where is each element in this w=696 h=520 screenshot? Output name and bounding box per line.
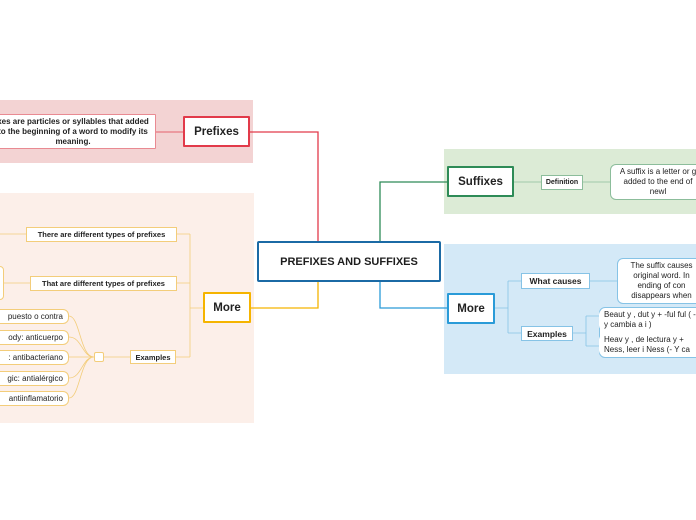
types-of-prefixes-1[interactable]: There are different types of prefixes [26, 227, 177, 242]
more-right-examples[interactable]: Examples [521, 326, 573, 341]
more-left-topic[interactable]: More [203, 292, 251, 323]
connector-examples-leaves [68, 315, 95, 399]
connector-more-left [251, 281, 319, 309]
connector-prefixes [250, 131, 319, 241]
what-causes-text[interactable]: The suffix causes original word. In endi… [617, 258, 696, 304]
example-left-2[interactable]: ody: anticuerpo [0, 330, 69, 345]
examples-hub[interactable] [94, 352, 104, 362]
more-right-topic[interactable]: More [447, 293, 495, 324]
prefixes-definition[interactable]: xes are particles or syllables that adde… [0, 114, 156, 149]
example-left-3[interactable]: : antibacteriano [0, 350, 69, 365]
connector-more-right-children [495, 280, 521, 334]
connector-more-left-children [176, 233, 203, 358]
example-left-1[interactable]: puesto o contra [0, 309, 69, 324]
connector-more-right [379, 281, 447, 309]
example-left-4[interactable]: gic: antialérgico [0, 371, 69, 386]
suffixes-topic[interactable]: Suffixes [447, 166, 514, 197]
connector-examples-right-leaves [573, 315, 599, 347]
connector-suffixes [379, 181, 447, 241]
suffixes-definition-label[interactable]: Definition [541, 175, 583, 190]
prefixes-topic[interactable]: Prefixes [183, 116, 250, 147]
example-left-5[interactable]: antiinflamatorio [0, 391, 69, 406]
example-right-1[interactable]: Beaut y , dut y + -ful ful ( -y cambia a… [599, 309, 696, 331]
example-right-2[interactable]: Heav y , de lectura y + Ness, leer i Nes… [599, 334, 696, 356]
types-of-prefixes-2[interactable]: That are different types of prefixes [30, 276, 177, 291]
central-topic[interactable]: PREFIXES AND SUFFIXES [257, 241, 441, 282]
what-causes-label[interactable]: What causes [521, 273, 590, 289]
suffixes-definition-text[interactable]: A suffix is a letter or g added to the e… [610, 164, 696, 200]
types-2-leaf-stub[interactable] [0, 266, 4, 300]
more-left-examples[interactable]: Examples [130, 350, 176, 364]
